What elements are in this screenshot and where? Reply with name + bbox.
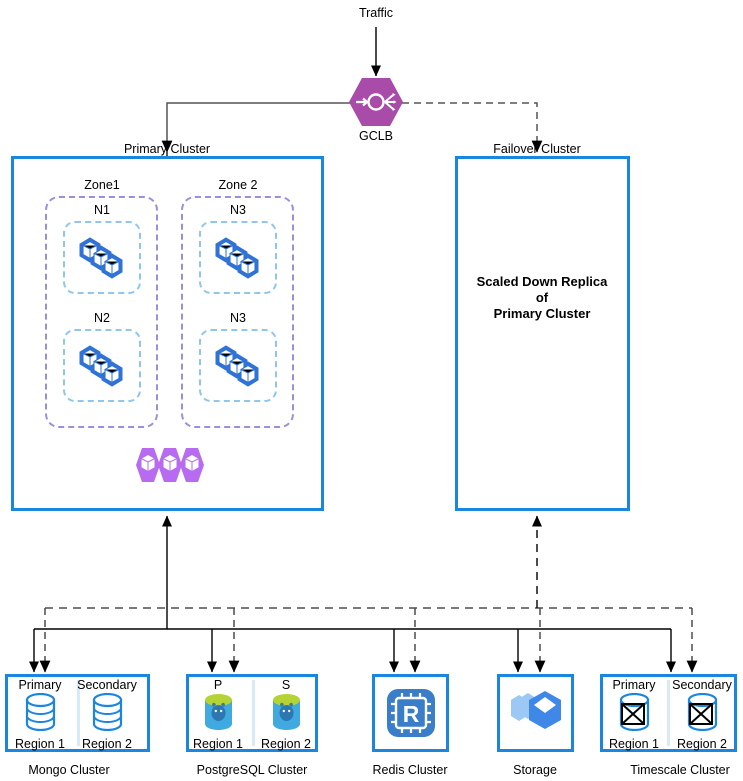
primary-cluster-title: Primary Cluster bbox=[123, 142, 211, 156]
mongo-left-region: Region 1 bbox=[14, 737, 66, 751]
pod-group-icon bbox=[128, 446, 206, 491]
mongo-primary-label: Primary bbox=[18, 678, 62, 692]
node-n3b-label: N3 bbox=[230, 311, 246, 325]
postgres-right-region: Region 2 bbox=[260, 737, 312, 751]
failover-cluster-title: Failover Cluster bbox=[493, 142, 581, 156]
timescale-cluster-name: Timescale Cluster bbox=[630, 763, 730, 777]
node-n3b-box bbox=[199, 329, 277, 402]
storage-name: Storage bbox=[513, 763, 557, 777]
redis-cluster-name: Redis Cluster bbox=[372, 763, 448, 777]
postgres-primary-label: P bbox=[213, 678, 223, 692]
mongo-secondary-label: Secondary bbox=[77, 678, 137, 692]
postgres-left-region: Region 1 bbox=[192, 737, 244, 751]
timescale-right-region: Region 2 bbox=[676, 737, 728, 751]
failover-cluster-box bbox=[455, 156, 630, 511]
gclb-label: GCLB bbox=[358, 129, 394, 143]
timescale-primary-label: Primary bbox=[612, 678, 656, 692]
redis-chip-icon: R bbox=[383, 683, 439, 748]
node-n2-label: N2 bbox=[94, 311, 110, 325]
timescale-secondary-label: Secondary bbox=[672, 678, 732, 692]
node-n3a-label: N3 bbox=[230, 203, 246, 217]
svg-text:R: R bbox=[403, 701, 420, 727]
failover-body-line1: Scaled Down Replica bbox=[476, 274, 608, 289]
storage-box bbox=[497, 674, 574, 752]
postgresql-cylinder-icon bbox=[202, 693, 235, 736]
timescale-cylinder-icon bbox=[686, 692, 719, 736]
timescale-cylinder-icon bbox=[618, 692, 651, 736]
node-n3a-box bbox=[199, 221, 277, 294]
storage-boxes-icon bbox=[505, 684, 567, 747]
node-boxes-icon bbox=[74, 230, 132, 291]
mongo-divider bbox=[77, 680, 80, 746]
postgres-secondary-label: S bbox=[281, 678, 291, 692]
node-boxes-icon bbox=[210, 230, 268, 291]
failover-body-line2: of bbox=[535, 290, 549, 305]
zone2-box bbox=[181, 196, 294, 428]
timescale-divider bbox=[667, 680, 670, 746]
mongo-right-region: Region 2 bbox=[81, 737, 133, 751]
postgres-divider bbox=[252, 680, 255, 746]
failover-body-line3: Primary Cluster bbox=[493, 306, 591, 321]
mongodb-cylinder-icon bbox=[24, 692, 57, 736]
mongodb-cylinder-icon bbox=[91, 692, 124, 736]
node-boxes-icon bbox=[74, 338, 132, 399]
node-n1-box bbox=[63, 221, 141, 294]
traffic-label: Traffic bbox=[358, 6, 394, 20]
node-n1-label: N1 bbox=[94, 203, 110, 217]
node-n2-box bbox=[63, 329, 141, 402]
postgresql-cluster-name: PostgreSQL Cluster bbox=[196, 763, 308, 777]
zone1-title: Zone1 bbox=[84, 178, 120, 192]
timescale-left-region: Region 1 bbox=[608, 737, 660, 751]
node-boxes-icon bbox=[210, 338, 268, 399]
zone2-title: Zone 2 bbox=[218, 178, 258, 192]
postgresql-cylinder-icon bbox=[270, 693, 303, 736]
mongo-cluster-name: Mongo Cluster bbox=[28, 763, 110, 777]
zone1-box bbox=[45, 196, 158, 428]
gclb-icon bbox=[348, 77, 404, 132]
